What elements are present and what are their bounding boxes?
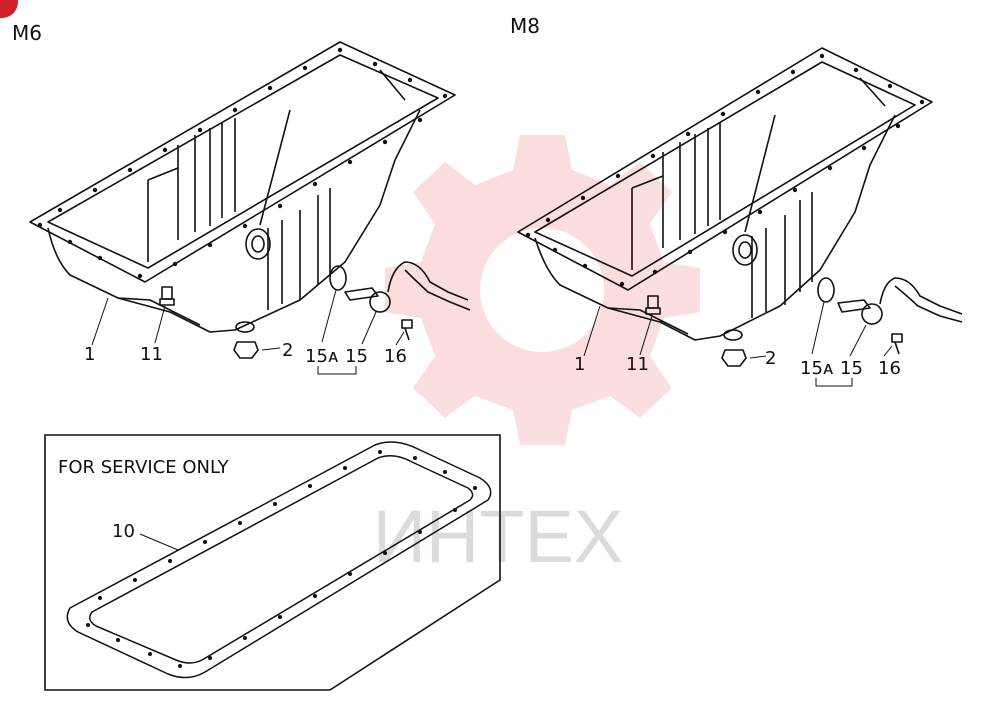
variant-label-left: M6 <box>12 21 42 45</box>
left-callout-15a: 15ᴀ <box>305 346 339 367</box>
oil-pan-m6 <box>29 41 471 375</box>
oil-pan-m8 <box>517 47 963 387</box>
left-callout-2: 2 <box>282 340 293 361</box>
right-callout-15: 15 <box>840 358 863 379</box>
service-box-callout-10: 10 <box>112 521 135 542</box>
left-callout-15: 15 <box>345 346 368 367</box>
left-callout-11: 11 <box>140 344 163 365</box>
red-circle-badge-icon <box>0 0 18 18</box>
service-box-title: FOR SERVICE ONLY <box>58 457 230 478</box>
watermark-text: ИНТЕХ <box>373 495 624 578</box>
right-callout-15a: 15ᴀ <box>800 358 834 379</box>
right-callout-1: 1 <box>574 354 585 375</box>
watermark-gear-icon <box>385 135 700 445</box>
oil-pan-gasket <box>66 441 492 679</box>
service-only-box <box>44 434 501 691</box>
variant-label-right: M8 <box>510 14 540 38</box>
right-callout-11: 11 <box>626 354 649 375</box>
left-callout-16: 16 <box>384 346 407 367</box>
right-callout-2: 2 <box>765 348 776 369</box>
right-callout-16: 16 <box>878 358 901 379</box>
left-callout-1: 1 <box>84 344 95 365</box>
